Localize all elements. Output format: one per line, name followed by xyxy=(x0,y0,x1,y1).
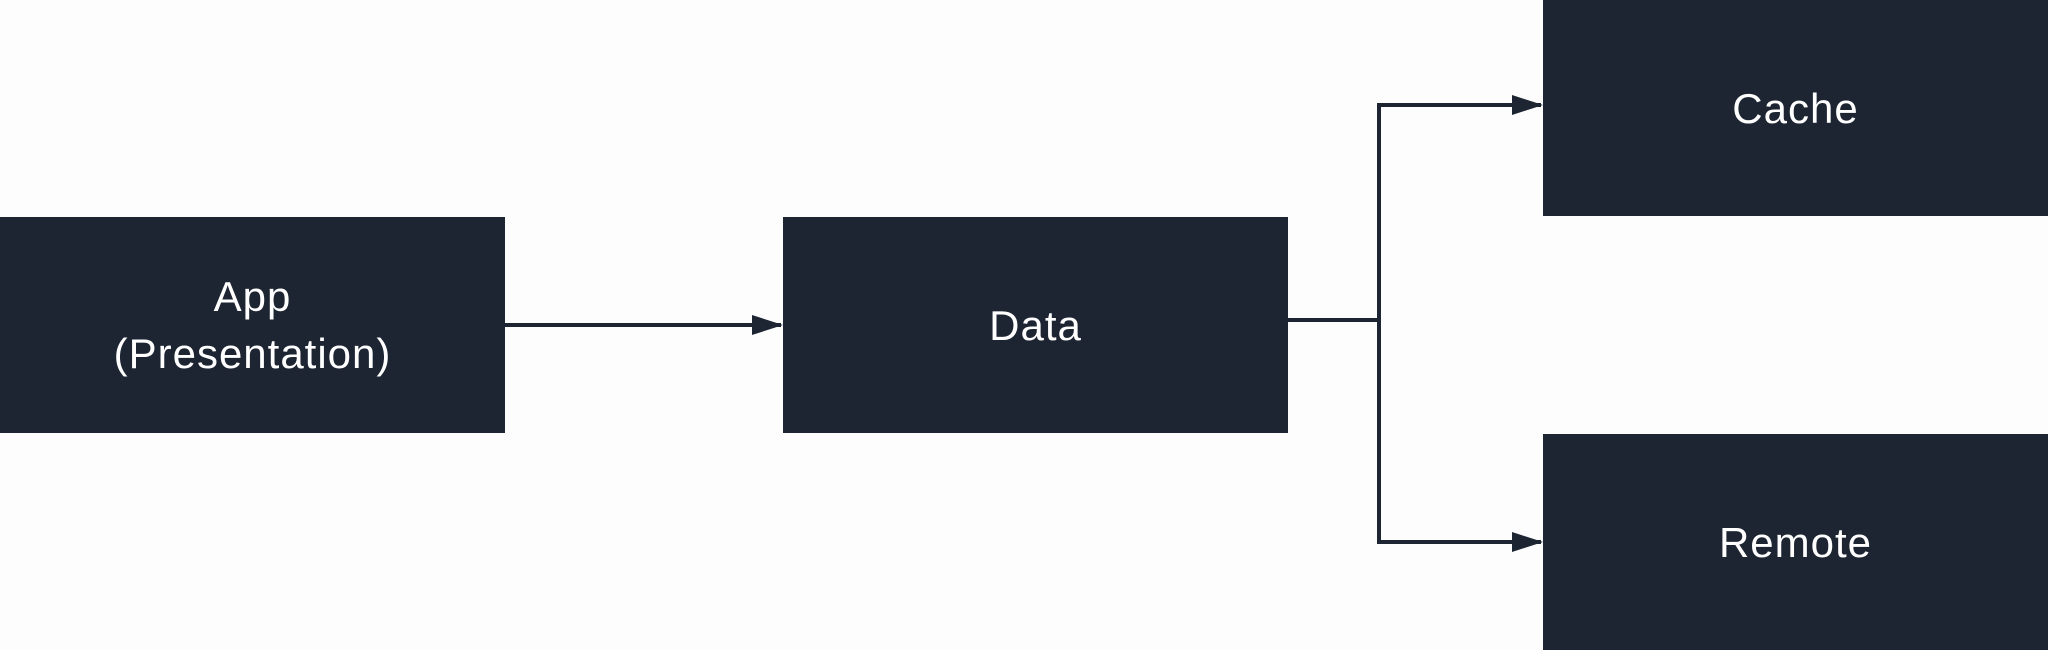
node-data-label: Data xyxy=(989,301,1082,349)
node-cache-label: Cache xyxy=(1732,84,1859,132)
node-data: Data xyxy=(783,217,1288,433)
node-cache: Cache xyxy=(1543,0,2048,216)
node-app: App (Presentation) xyxy=(0,217,505,433)
node-app-label-line2: (Presentation) xyxy=(113,330,392,377)
node-remote: Remote xyxy=(1543,434,2048,650)
node-remote-label: Remote xyxy=(1718,518,1873,566)
node-app-label-line1: App xyxy=(213,273,292,320)
